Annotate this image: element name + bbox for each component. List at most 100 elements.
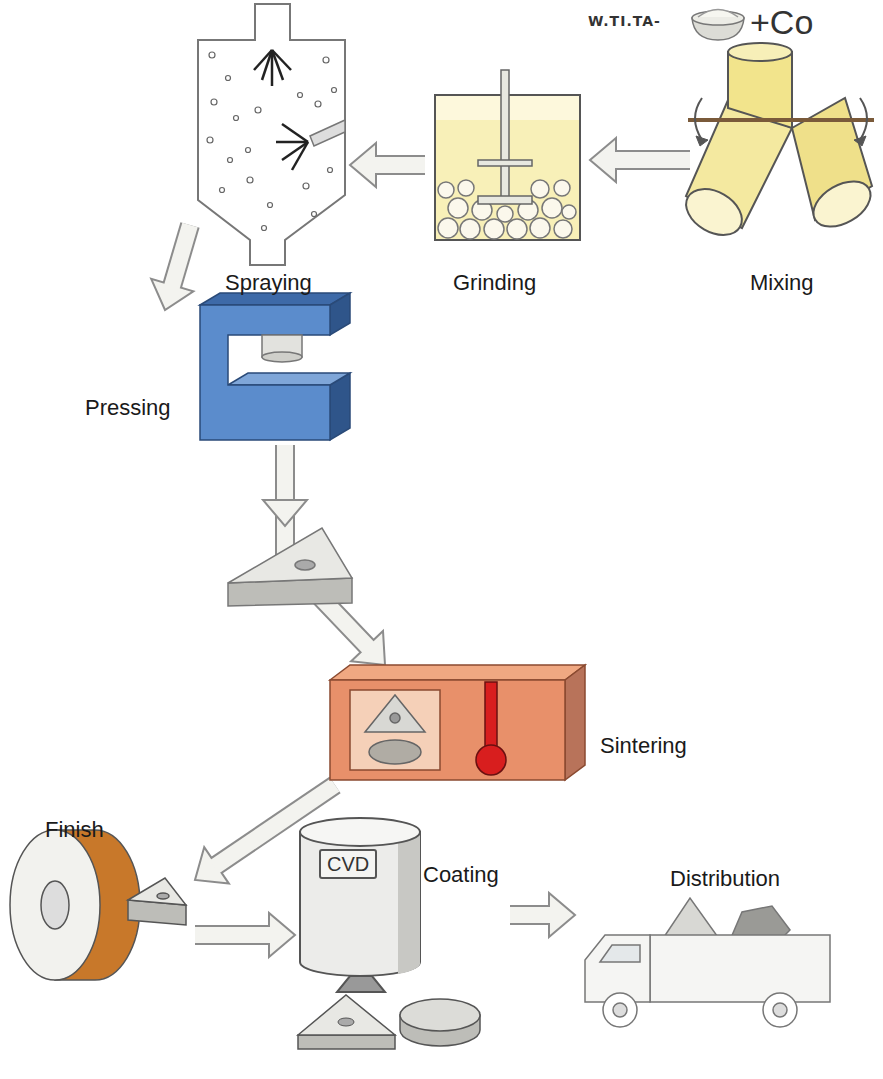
- spray-dryer-part-part: [226, 76, 231, 81]
- spray-dryer-part: [207, 52, 337, 231]
- v-blender: [678, 43, 878, 244]
- press-frame: [200, 293, 350, 440]
- spray-dryer-part-part: [268, 203, 273, 208]
- arrow-shaft: [613, 152, 690, 168]
- process-step: Distribution: [575, 865, 835, 1040]
- grinding-wheel: [10, 830, 186, 980]
- ball-mill-part-part: [438, 218, 458, 238]
- flow-arrowhead: [263, 500, 307, 526]
- spray-dryer-part-part: [228, 158, 233, 163]
- spray-dryer-part-part: [254, 50, 272, 70]
- sintering-furnace-part: [369, 740, 421, 764]
- material-label: W.TI.TA-: [588, 12, 661, 30]
- ball-mill-part-part: [530, 218, 550, 238]
- sintering-furnace-part: [476, 745, 506, 775]
- delivery-truck-part: [773, 1003, 787, 1017]
- v-blender-part: [678, 180, 750, 245]
- spray-dryer-part-part: [211, 99, 217, 105]
- flow-arrow: [195, 913, 295, 957]
- step-label: Finish: [45, 817, 104, 843]
- process-step: Pressing: [80, 310, 350, 445]
- ball-mill-part-part: [562, 205, 576, 219]
- arrow-shaft: [373, 157, 425, 173]
- grinding-wheel-part: [10, 830, 100, 980]
- delivery-truck-part: [600, 945, 640, 962]
- flow-arrow: [590, 138, 690, 182]
- arrow-head: [269, 913, 295, 957]
- cvd-reactor-part: [400, 999, 480, 1031]
- process-step: Sintering: [325, 665, 695, 785]
- ball-mill-part-part: [448, 198, 468, 218]
- ball-mill: [435, 70, 580, 240]
- process-step: Spraying: [190, 5, 350, 300]
- delivery-truck-part: [662, 898, 720, 940]
- arrow-shaft: [172, 225, 191, 288]
- ball-mill-part-part: [554, 220, 572, 238]
- spray-dryer-part-part: [246, 148, 251, 153]
- arrow-head: [590, 138, 616, 182]
- v-blender-part: [696, 136, 708, 146]
- sintering-furnace-part: [350, 690, 440, 770]
- delivery-truck-part: [763, 993, 797, 1027]
- ball-mill-part: [478, 160, 532, 166]
- sintering-furnace-part: [565, 665, 585, 780]
- flow-arrow: [151, 225, 193, 310]
- flow-arrow: [510, 893, 575, 937]
- pressed-insert-part: [295, 560, 315, 570]
- spray-dryer-part-part: [282, 124, 308, 142]
- delivery-truck-part: [613, 1003, 627, 1017]
- step-label: Grinding: [453, 270, 536, 296]
- ball-mill-part-part: [531, 180, 549, 198]
- arrow-shaft: [510, 907, 552, 923]
- ball-mill-part-part: [460, 219, 480, 239]
- cvd-reactor-part: [337, 976, 385, 992]
- ball-mill-part-part: [497, 206, 513, 222]
- spray-dryer-part-part: [247, 177, 253, 183]
- spray-dryer-part: [198, 4, 345, 265]
- spray-dryer-part: [310, 120, 345, 146]
- press-frame-part: [330, 293, 350, 335]
- arrow-head: [549, 893, 575, 937]
- ball-mill-part-part: [438, 182, 454, 198]
- spray-dryer-part-part: [323, 57, 329, 63]
- ball-mill-part-part: [554, 180, 570, 196]
- step-label: Pressing: [85, 395, 171, 421]
- spray-dryer-part-part: [303, 183, 309, 189]
- grinding-wheel-part: [41, 881, 69, 929]
- v-blender-part: [728, 52, 792, 128]
- grinding-wheel-part: [128, 878, 186, 905]
- ball-mill-part: [501, 70, 509, 200]
- v-blender-part: [860, 98, 867, 140]
- arrow-head: [350, 143, 376, 187]
- reactor-label: CVD: [319, 849, 377, 879]
- spray-dryer-part-part: [234, 116, 239, 121]
- spray-dryer-part-part: [332, 88, 337, 93]
- arrow-shaft: [195, 927, 272, 943]
- spray-dryer-part-part: [276, 141, 308, 144]
- spray-dryer-part-part: [207, 137, 213, 143]
- press-frame-part: [200, 305, 330, 440]
- spray-dryer-part-part: [209, 52, 215, 58]
- cvd-reactor-part: [398, 832, 420, 974]
- binder-label: +Co: [750, 2, 813, 42]
- cvd-reactor-part: [298, 995, 395, 1035]
- pressed-insert: [228, 528, 352, 606]
- spray-dryer-part-part: [328, 168, 333, 173]
- spray-dryer-part: [254, 50, 308, 170]
- spray-dryer-part-part: [262, 226, 267, 231]
- sintering-furnace-part: [330, 665, 585, 680]
- ball-mill-part-part: [484, 219, 504, 239]
- cvd-reactor-part: [300, 832, 420, 976]
- spray-dryer-part-part: [255, 107, 261, 113]
- spray-dryer-part-part: [312, 212, 317, 217]
- cvd-reactor: [298, 818, 480, 1049]
- spray-dryer: [198, 4, 345, 265]
- pressed-insert-part: [228, 528, 352, 583]
- cvd-reactor-part: [338, 1018, 354, 1026]
- step-label: Mixing: [750, 270, 814, 296]
- step-label: Distribution: [670, 866, 780, 892]
- powder-bowl-part: [698, 10, 738, 18]
- press-frame-part: [228, 373, 350, 385]
